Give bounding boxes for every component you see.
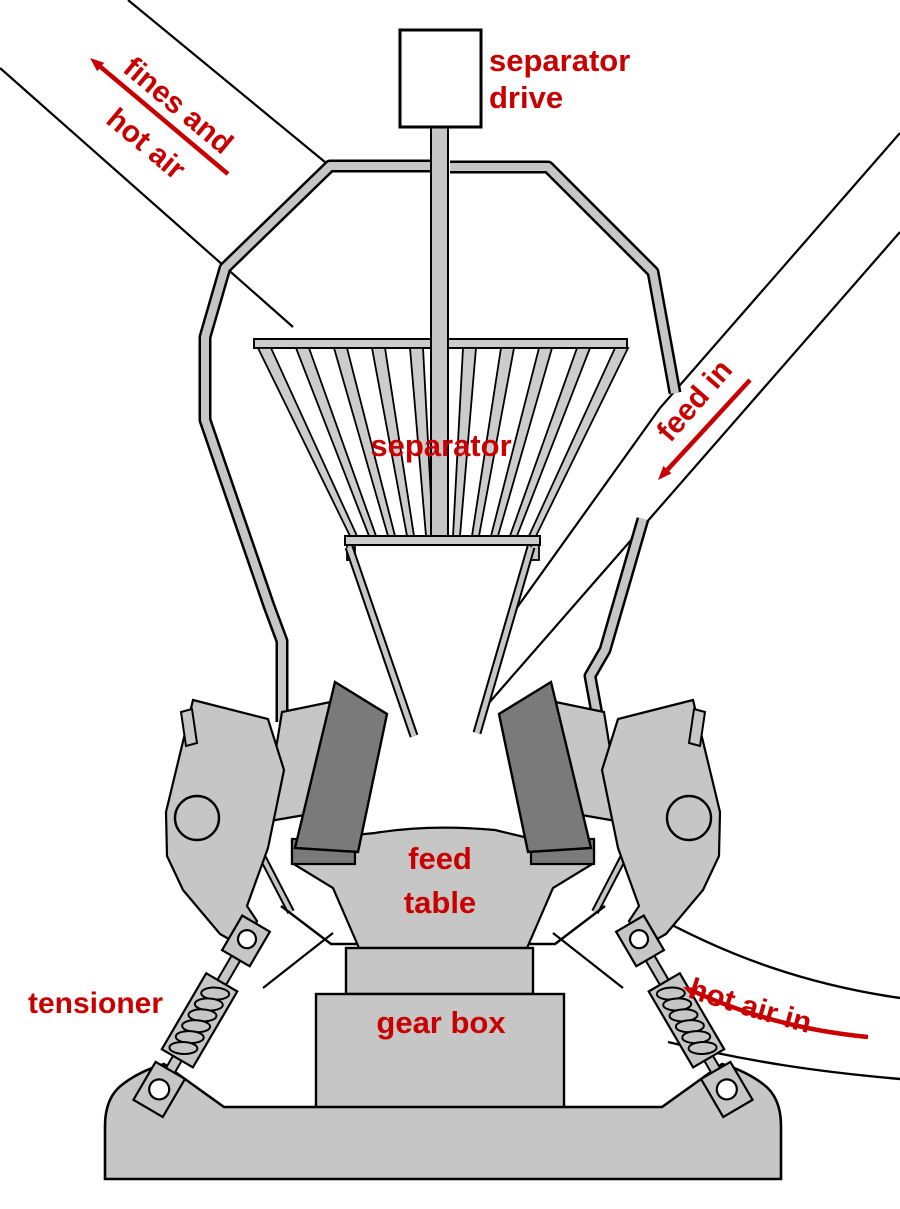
hot-air-flow-arrowhead — [683, 987, 698, 998]
grinding-roller — [293, 680, 389, 854]
separator-bottom-ring — [344, 535, 541, 546]
separator-drive-box — [398, 28, 483, 129]
rocker-arm-left — [164, 698, 342, 949]
feed-flow-arrow — [665, 378, 752, 472]
flow-arrows — [90, 58, 869, 1040]
tensioner-top-pin — [236, 929, 258, 950]
fines-duct — [0, 0, 332, 328]
feed-chute-lower-edge — [480, 231, 900, 713]
label-separator: separator — [370, 428, 511, 463]
table-strut-right — [552, 932, 624, 989]
cone-wall-right — [474, 546, 534, 734]
feed-flow-arrowhead — [658, 466, 672, 480]
mill-housing — [198, 159, 682, 727]
fines-duct-lower-edge — [0, 67, 294, 328]
base-foundation — [103, 1062, 783, 1181]
spring-coil — [168, 1040, 199, 1055]
label-tensioner: tensioner — [28, 987, 163, 1020]
housing-wall-left — [201, 162, 431, 722]
tensioner-bottom-pin — [148, 1078, 171, 1101]
feed-table-group — [262, 826, 624, 1110]
rocker-pivot-circle — [173, 794, 221, 842]
hot-air-flow-arrow — [694, 989, 869, 1040]
label-separator-drive-line2: drive — [489, 80, 563, 115]
label-feed-table-line1: feed — [408, 841, 472, 876]
separator-assembly — [253, 125, 630, 738]
grinding-roller-left — [290, 680, 389, 866]
housing-wall-right-upper-outline — [450, 160, 682, 395]
housing-wall-right-upper — [450, 163, 679, 394]
fines-flow-arrowhead — [90, 58, 105, 72]
fines-duct-upper-edge — [127, 0, 332, 168]
cone-wall-left — [346, 546, 417, 737]
fines-flow-arrow — [99, 65, 230, 176]
tensioner-left — [131, 914, 272, 1119]
label-gear-box: gear box — [376, 1005, 506, 1040]
label-separator-drive-line1: separator — [489, 43, 630, 78]
gear-box — [314, 992, 566, 1110]
table-skirt-right — [528, 905, 606, 946]
rocker-flange — [179, 707, 199, 748]
table-skirt-left — [280, 905, 358, 946]
table-strut-left — [262, 932, 334, 989]
separator-shaft — [430, 125, 449, 542]
hot-air-duct-upper-edge — [647, 910, 900, 1000]
label-feed-table-line2: table — [404, 885, 476, 920]
gear-box-pedestal — [344, 946, 535, 996]
